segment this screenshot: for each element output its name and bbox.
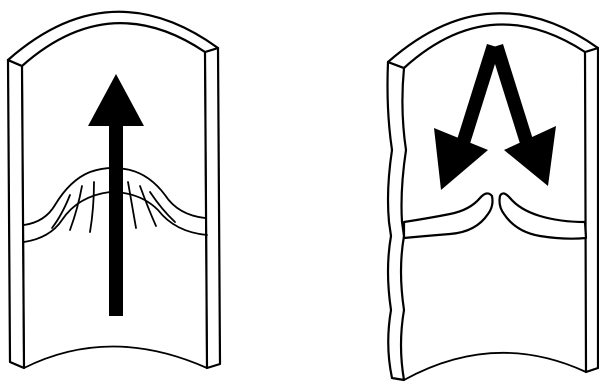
right-tube-bottom-arch	[404, 353, 586, 380]
right-membrane-right-flap	[500, 193, 587, 238]
left-tube-bottom-arch	[24, 347, 207, 369]
right-diverging-arrows	[434, 44, 556, 190]
left-membrane-stress-line	[128, 182, 136, 228]
right-membrane-left-flap	[404, 193, 493, 238]
right-membrane	[404, 193, 586, 238]
left-arrow-head	[88, 74, 144, 126]
left-arrow-shaft	[109, 120, 123, 316]
right-tube-right-wall	[585, 48, 598, 372]
right-tube-outer-wall	[388, 62, 407, 380]
left-tube-top-arch	[8, 12, 218, 66]
left-membrane-stress-line	[52, 195, 70, 228]
right-panel	[388, 13, 599, 380]
right-arrow-right-shaft	[490, 44, 535, 150]
right-arrow-left-shaft	[455, 44, 500, 150]
left-panel	[8, 12, 220, 368]
left-membrane-stress-line	[90, 182, 94, 232]
